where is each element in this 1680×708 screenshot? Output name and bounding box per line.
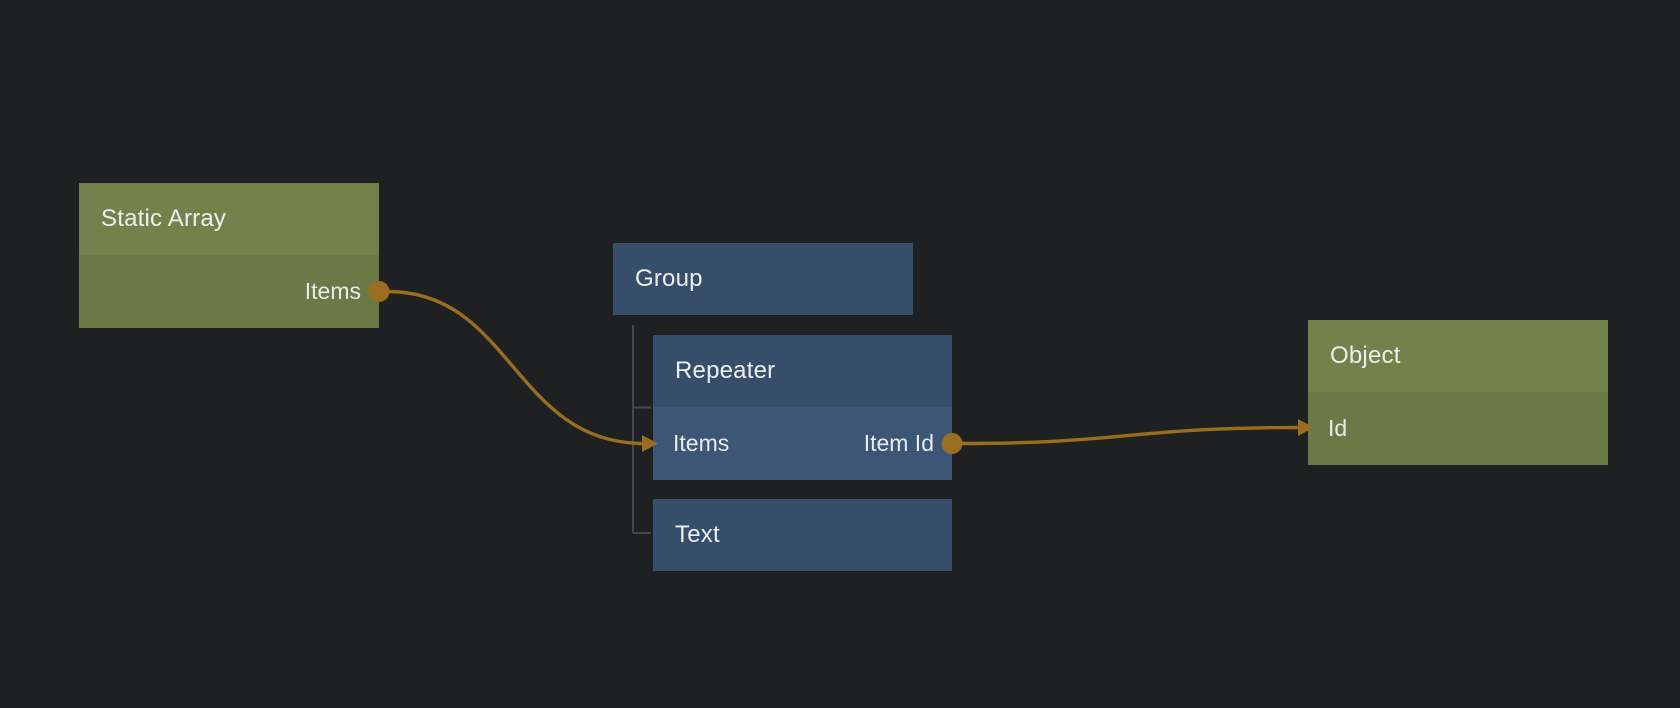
node-object[interactable]: Object Id bbox=[1308, 320, 1608, 465]
node-text-title: Text bbox=[675, 521, 720, 548]
node-object-title: Object bbox=[1330, 342, 1401, 369]
node-group-title: Group bbox=[635, 265, 703, 292]
node-object-ports-row: Id bbox=[1308, 392, 1608, 465]
repeater-item-id-output-label: Item Id bbox=[863, 430, 934, 456]
node-text[interactable]: Text bbox=[653, 499, 952, 571]
object-id-input-label: Id bbox=[1328, 415, 1348, 441]
wire-repeater-to-object[interactable] bbox=[941, 419, 1315, 454]
group-tree-line bbox=[632, 325, 651, 534]
node-static-array-title: Static Array bbox=[101, 205, 227, 232]
node-static-array-header[interactable]: Static Array bbox=[79, 183, 379, 255]
node-repeater[interactable]: Repeater Items Item Id bbox=[653, 335, 952, 480]
static-array-items-output-label: Items bbox=[304, 278, 361, 304]
node-text-header[interactable]: Text bbox=[653, 499, 952, 571]
wire-static-array-to-repeater-path[interactable] bbox=[387, 289, 645, 446]
node-group[interactable]: Group bbox=[613, 243, 913, 315]
node-group-header[interactable]: Group bbox=[613, 243, 913, 315]
wire-repeater-to-object-path[interactable] bbox=[960, 425, 1300, 446]
node-repeater-title: Repeater bbox=[675, 357, 776, 384]
node-static-array-ports-row: Items bbox=[79, 255, 379, 328]
node-static-array[interactable]: Static Array Items bbox=[79, 183, 379, 328]
node-repeater-header[interactable]: Repeater bbox=[653, 335, 952, 407]
node-repeater-ports-row: Items Item Id bbox=[653, 407, 952, 480]
repeater-items-input-label: Items bbox=[673, 430, 730, 456]
node-object-header[interactable]: Object bbox=[1308, 320, 1608, 392]
